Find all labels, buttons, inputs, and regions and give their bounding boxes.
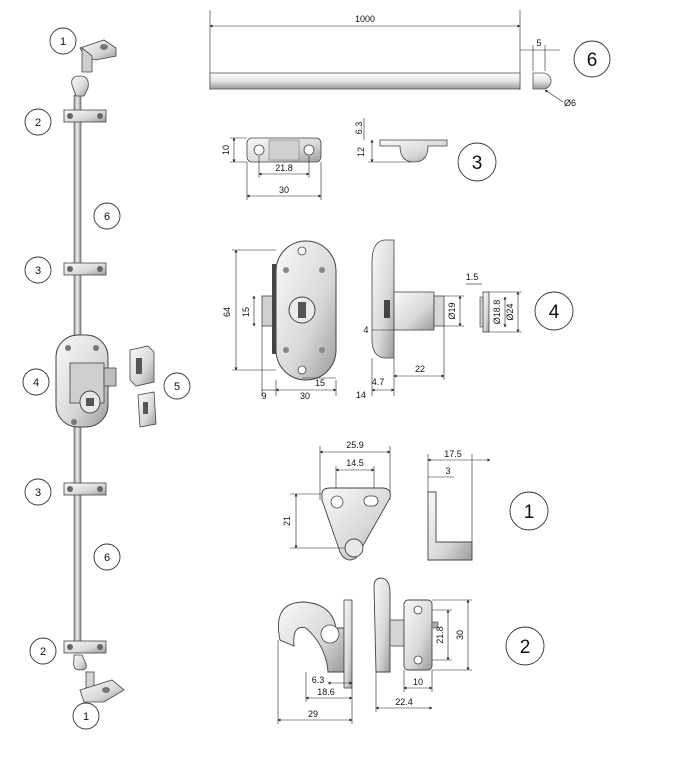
dim-hook-length: 29 bbox=[308, 709, 318, 719]
callout-left-1b: 1 bbox=[83, 711, 89, 723]
callout-left-3b: 3 bbox=[35, 487, 41, 499]
callout-detail-4: 4 bbox=[549, 302, 560, 323]
dim-guide-height: 10 bbox=[221, 145, 231, 155]
callout-list: 1 2 6 3 4 5 3 6 2 1 bbox=[22, 27, 191, 730]
dim-keeper-slot: 14.5 bbox=[346, 458, 364, 468]
rod-end-drawing bbox=[532, 72, 552, 90]
dim-guide-length: 30 bbox=[279, 185, 289, 195]
dim-lock-height: 64 bbox=[222, 307, 232, 317]
dim-guide-side-top: 6.3 bbox=[354, 122, 364, 135]
dim-lock-right: 15 bbox=[315, 378, 325, 388]
callout-detail-1: 1 bbox=[524, 502, 535, 523]
dim-ring-outer: Ø24 bbox=[505, 303, 515, 320]
callout-detail-2: 2 bbox=[520, 637, 531, 658]
dim-rod-length: 1000 bbox=[355, 14, 375, 24]
top-keeper bbox=[79, 39, 117, 73]
dim-lock-cylinder: Ø19 bbox=[447, 302, 457, 319]
top-hook bbox=[63, 75, 107, 123]
dim-ring-inner: Ø18.8 bbox=[492, 300, 502, 325]
rod-guide-lower bbox=[63, 482, 107, 496]
callout-left-1a: 1 bbox=[60, 36, 66, 48]
dim-keeper-width: 25.9 bbox=[346, 440, 364, 450]
dim-hook-side-hole-spacing: 21.8 bbox=[435, 626, 445, 644]
dim-guide-hole-spacing: 21.8 bbox=[275, 163, 293, 173]
strike-plate bbox=[129, 345, 157, 428]
callout-left-5: 5 bbox=[174, 381, 180, 393]
dim-lock-side-47: 4.7 bbox=[372, 377, 385, 387]
bottom-keeper bbox=[79, 671, 125, 703]
dim-hook-side-depth: 22.4 bbox=[395, 697, 413, 707]
dim-lock-width: 30 bbox=[300, 391, 310, 401]
dim-keeper-side-thickness: 3 bbox=[445, 466, 450, 476]
dim-hook-side-width: 10 bbox=[413, 677, 423, 687]
dim-lock-side-14: 14 bbox=[356, 390, 366, 400]
dim-lock-side-4: 4 bbox=[363, 325, 368, 335]
rod-assembly: 1 2 6 3 4 5 3 6 2 1 bbox=[22, 27, 191, 730]
callout-left-6a: 6 bbox=[104, 211, 110, 223]
callout-left-4: 4 bbox=[33, 377, 39, 389]
detail-guide: 10 21.8 30 6.3 12 3 bbox=[221, 118, 497, 200]
callout-left-6b: 6 bbox=[104, 552, 110, 564]
bottom-hook bbox=[63, 640, 107, 671]
detail-keeper: 25.9 14.5 21 17.5 3 1 bbox=[282, 440, 549, 561]
callout-left-3a: 3 bbox=[35, 265, 41, 277]
rod-drawing bbox=[209, 72, 521, 90]
dim-ring-thickness: 1.5 bbox=[466, 272, 479, 282]
detail-lock: 64 15 9 30 15 4 14 4.7 22 Ø19 1.5 bbox=[222, 239, 574, 401]
dim-hook-offset: 6.3 bbox=[312, 675, 325, 685]
rod-guide-upper bbox=[63, 262, 107, 276]
dim-rod-diameter: Ø6 bbox=[564, 98, 576, 108]
callout-detail-6: 6 bbox=[587, 50, 598, 71]
detail-hook: 6.3 18.6 29 21.8 30 10 22.4 2 bbox=[277, 577, 545, 724]
dim-keeper-height: 21 bbox=[282, 516, 292, 526]
detail-rod: 1000 5 Ø6 6 bbox=[209, 10, 611, 108]
dim-keeper-side-width: 17.5 bbox=[444, 449, 462, 459]
callout-left-2a: 2 bbox=[35, 117, 41, 129]
dim-lock-side-22: 22 bbox=[415, 364, 425, 374]
dim-guide-side-height: 12 bbox=[356, 147, 366, 157]
dim-hook-side-height: 30 bbox=[455, 630, 465, 640]
dim-lock-left: 9 bbox=[261, 391, 266, 401]
dim-lock-body: 15 bbox=[241, 307, 251, 317]
dim-hook-reach: 18.6 bbox=[317, 687, 335, 697]
lock-body bbox=[55, 334, 117, 428]
dim-rod-end: 5 bbox=[536, 38, 541, 48]
callout-left-2b: 2 bbox=[40, 646, 46, 658]
callout-detail-3: 3 bbox=[472, 153, 483, 174]
